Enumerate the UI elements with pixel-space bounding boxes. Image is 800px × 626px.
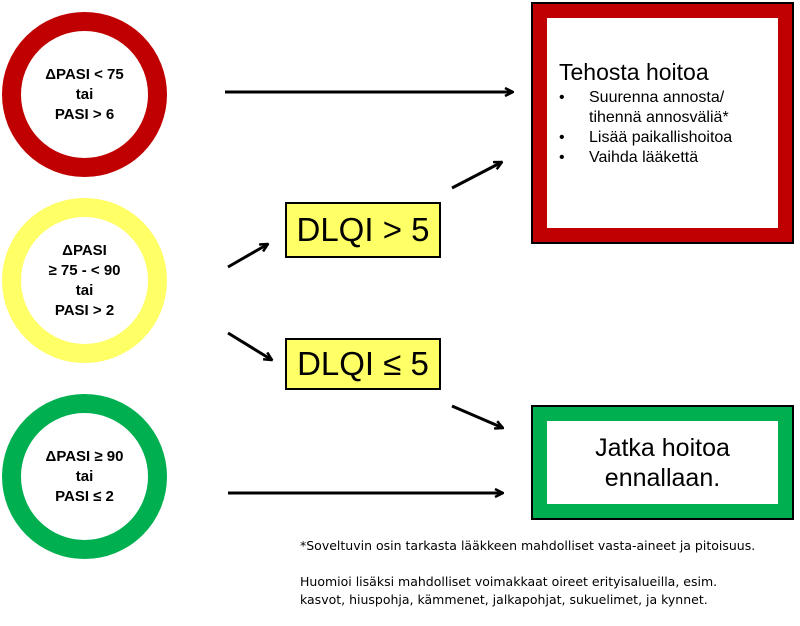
pasi-partial-line: ΔPASI — [62, 241, 107, 259]
continue-treatment-box: Jatka hoitoa ennallaan. — [531, 405, 794, 520]
intensify-list-item-dose: Suurenna annosta/ tihennä annosväliä* — [559, 88, 778, 128]
arrow-dlqi-high-to-intensify — [451, 160, 502, 190]
dlqi-high-box: DLQI > 5 — [285, 202, 441, 258]
consider-note: Huomioi lisäksi mahdolliset voimakkaat o… — [300, 573, 717, 609]
pasi-good-line: PASI ≤ 2 — [55, 487, 114, 505]
intensify-list-item-topical: Lisää paikallishoitoa — [559, 128, 778, 148]
pasi-partial-line: PASI > 2 — [54, 301, 115, 319]
intensify-treatment-list: Suurenna annosta/ tihennä annosväliä* Li… — [559, 88, 778, 168]
pasi-poor-line: ΔPASI < 75 — [45, 65, 124, 83]
dose-line: tihennä annosväliä* — [589, 109, 729, 126]
dose-line: Suurenna annosta/ — [589, 89, 725, 106]
pasi-poor-line: tai — [75, 85, 94, 103]
arrow-yellow-to-dlqi-low — [227, 331, 272, 360]
intensify-treatment-title: Tehosta hoitoa — [559, 59, 709, 85]
pasi-partial-line: ≥ 75 - < 90 — [48, 261, 121, 279]
consider-note-line: Huomioi lisäksi mahdolliset voimakkaat o… — [300, 574, 718, 589]
continue-treatment-line: Jatka hoitoa — [595, 433, 730, 462]
dlqi-low-box: DLQI ≤ 5 — [285, 338, 441, 390]
pasi-poor-line: PASI > 6 — [54, 105, 115, 123]
intensify-list-item-switch: Vaihda lääkettä — [559, 148, 778, 168]
pasi-good-line: ΔPASI ≥ 90 — [45, 447, 124, 465]
intensify-treatment-content: Tehosta hoitoa Suurenna annosta/ tihennä… — [547, 18, 778, 228]
consider-note-line: kasvot, hiuspohja, kämmenet, jalkapohjat… — [300, 592, 708, 607]
continue-treatment-line: ennallaan. — [604, 463, 721, 492]
arrow-yellow-to-dlqi-high — [227, 244, 268, 269]
pasi-good-line: tai — [75, 467, 94, 485]
intensify-treatment-box: Tehosta hoitoa Suurenna annosta/ tihennä… — [531, 2, 794, 244]
continue-treatment-content: Jatka hoitoa ennallaan. — [547, 421, 778, 504]
pasi-partial-line: tai — [75, 281, 94, 299]
footnote-text: *Soveltuvin osin tarkasta lääkkeen mahdo… — [300, 538, 756, 553]
arrow-dlqi-low-to-continue — [451, 404, 503, 428]
pasi-poor-response-circle: ΔPASI < 75 tai PASI > 6 — [2, 12, 167, 177]
